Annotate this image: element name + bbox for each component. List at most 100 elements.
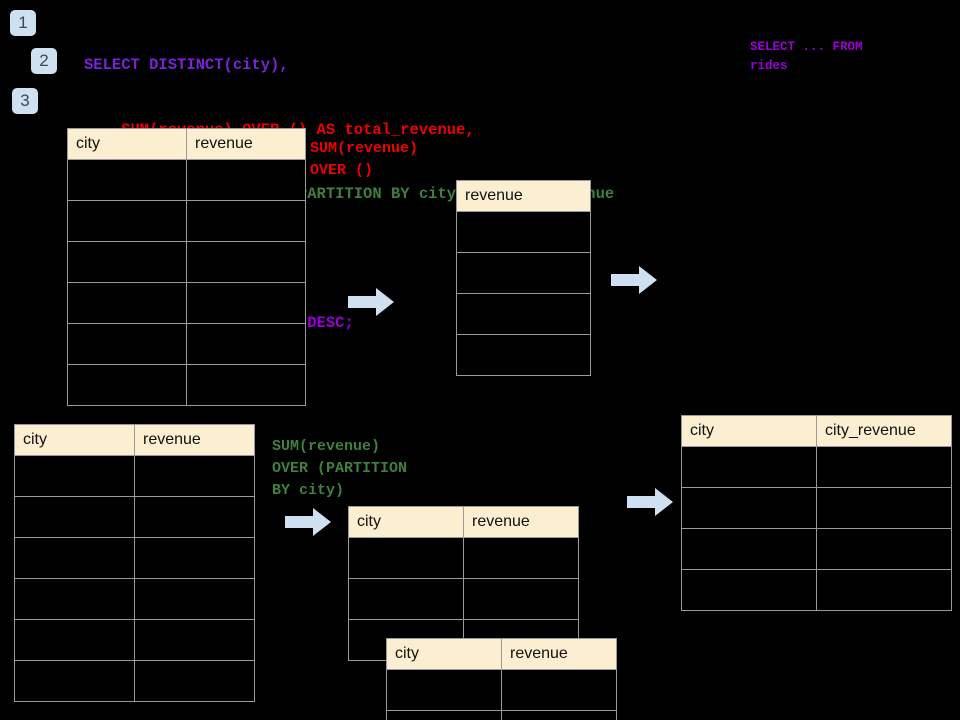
table-cell <box>134 578 255 620</box>
total-revenue-table: revenue <box>456 180 591 376</box>
table-cell <box>681 487 817 529</box>
column-header-city: city <box>386 638 502 670</box>
table-row <box>67 282 306 324</box>
column-header-revenue: revenue <box>463 506 579 538</box>
table-cell <box>67 241 187 283</box>
table-cell <box>186 241 306 283</box>
table-header-row: city revenue <box>67 128 306 160</box>
table-cell <box>456 252 591 294</box>
table-cell <box>14 537 135 579</box>
column-header-city: city <box>14 424 135 456</box>
table-row <box>681 487 952 529</box>
column-header-city: city <box>67 128 187 160</box>
table-header-row: revenue <box>456 180 591 212</box>
table-cell <box>681 569 817 611</box>
table-cell <box>816 487 952 529</box>
city-revenue-result-table: city city_revenue <box>681 415 952 611</box>
table-cell <box>14 619 135 661</box>
table-cell <box>816 569 952 611</box>
step-badge-2: 2 <box>31 48 57 74</box>
table-cell <box>681 446 817 488</box>
table-cell <box>186 323 306 365</box>
table-header-row: city revenue <box>14 424 255 456</box>
step-badge-1: 1 <box>10 10 36 36</box>
table-cell <box>134 455 255 497</box>
step-badge-3: 3 <box>12 88 38 114</box>
table-cell <box>456 211 591 253</box>
table-cell <box>14 455 135 497</box>
table-cell <box>14 660 135 702</box>
table-row <box>14 660 255 702</box>
table-header-row: city city_revenue <box>681 415 952 447</box>
table-row <box>348 578 579 620</box>
table-header-row: city revenue <box>348 506 579 538</box>
table-cell <box>14 578 135 620</box>
table-row <box>14 619 255 661</box>
table-cell <box>348 537 464 579</box>
table-row <box>681 446 952 488</box>
table-cell <box>681 528 817 570</box>
table-row <box>681 569 952 611</box>
table-row <box>14 537 255 579</box>
table-row <box>348 537 579 579</box>
table-row <box>67 364 306 406</box>
table-cell <box>67 323 187 365</box>
table-cell <box>67 200 187 242</box>
arrow-source-to-total <box>348 288 394 316</box>
table-cell <box>186 159 306 201</box>
table-row <box>67 200 306 242</box>
table-cell <box>14 496 135 538</box>
table-header-row: city revenue <box>386 638 617 670</box>
table-row <box>456 293 591 335</box>
table-row <box>456 252 591 294</box>
column-header-revenue: revenue <box>456 180 591 212</box>
table-cell <box>134 660 255 702</box>
table-row <box>681 528 952 570</box>
arrow-source-to-partition <box>285 508 331 536</box>
table-row <box>456 211 591 253</box>
table-cell <box>456 293 591 335</box>
column-header-revenue: revenue <box>501 638 617 670</box>
table-row <box>14 455 255 497</box>
table-row <box>386 669 617 711</box>
table-row <box>386 710 617 720</box>
column-header-revenue: revenue <box>134 424 255 456</box>
table-cell <box>386 710 502 720</box>
table-cell <box>134 496 255 538</box>
table-row <box>67 241 306 283</box>
table-cell <box>386 669 502 711</box>
table-cell <box>456 334 591 376</box>
table-cell <box>67 364 187 406</box>
table-cell <box>186 364 306 406</box>
table-row <box>67 323 306 365</box>
annotation-sum-over-empty: SUM(revenue) OVER () <box>310 140 419 179</box>
annotation-select-from: SELECT ... FROM rides <box>750 40 863 73</box>
sql-line-1: SELECT DISTINCT(city), <box>84 56 289 74</box>
table-cell <box>134 537 255 579</box>
partition-group-table-front: city revenue <box>386 638 617 720</box>
table-cell <box>348 578 464 620</box>
column-header-city-revenue: city_revenue <box>816 415 952 447</box>
table-cell <box>67 159 187 201</box>
rides-source-table-2: city revenue <box>14 424 255 702</box>
table-row <box>67 159 306 201</box>
table-cell <box>501 669 617 711</box>
table-cell <box>463 578 579 620</box>
table-cell <box>816 528 952 570</box>
table-row <box>456 334 591 376</box>
table-row <box>14 496 255 538</box>
column-header-city: city <box>681 415 817 447</box>
column-header-revenue: revenue <box>186 128 306 160</box>
column-header-city: city <box>348 506 464 538</box>
partition-group-table-back: city revenue <box>348 506 579 661</box>
table-cell <box>134 619 255 661</box>
table-cell <box>186 200 306 242</box>
table-row <box>14 578 255 620</box>
table-cell <box>67 282 187 324</box>
table-cell <box>186 282 306 324</box>
table-cell <box>501 710 617 720</box>
annotation-sum-over-partition: SUM(revenue) OVER (PARTITION BY city) <box>272 438 408 499</box>
table-cell <box>816 446 952 488</box>
arrow-partition-to-result <box>627 488 673 516</box>
